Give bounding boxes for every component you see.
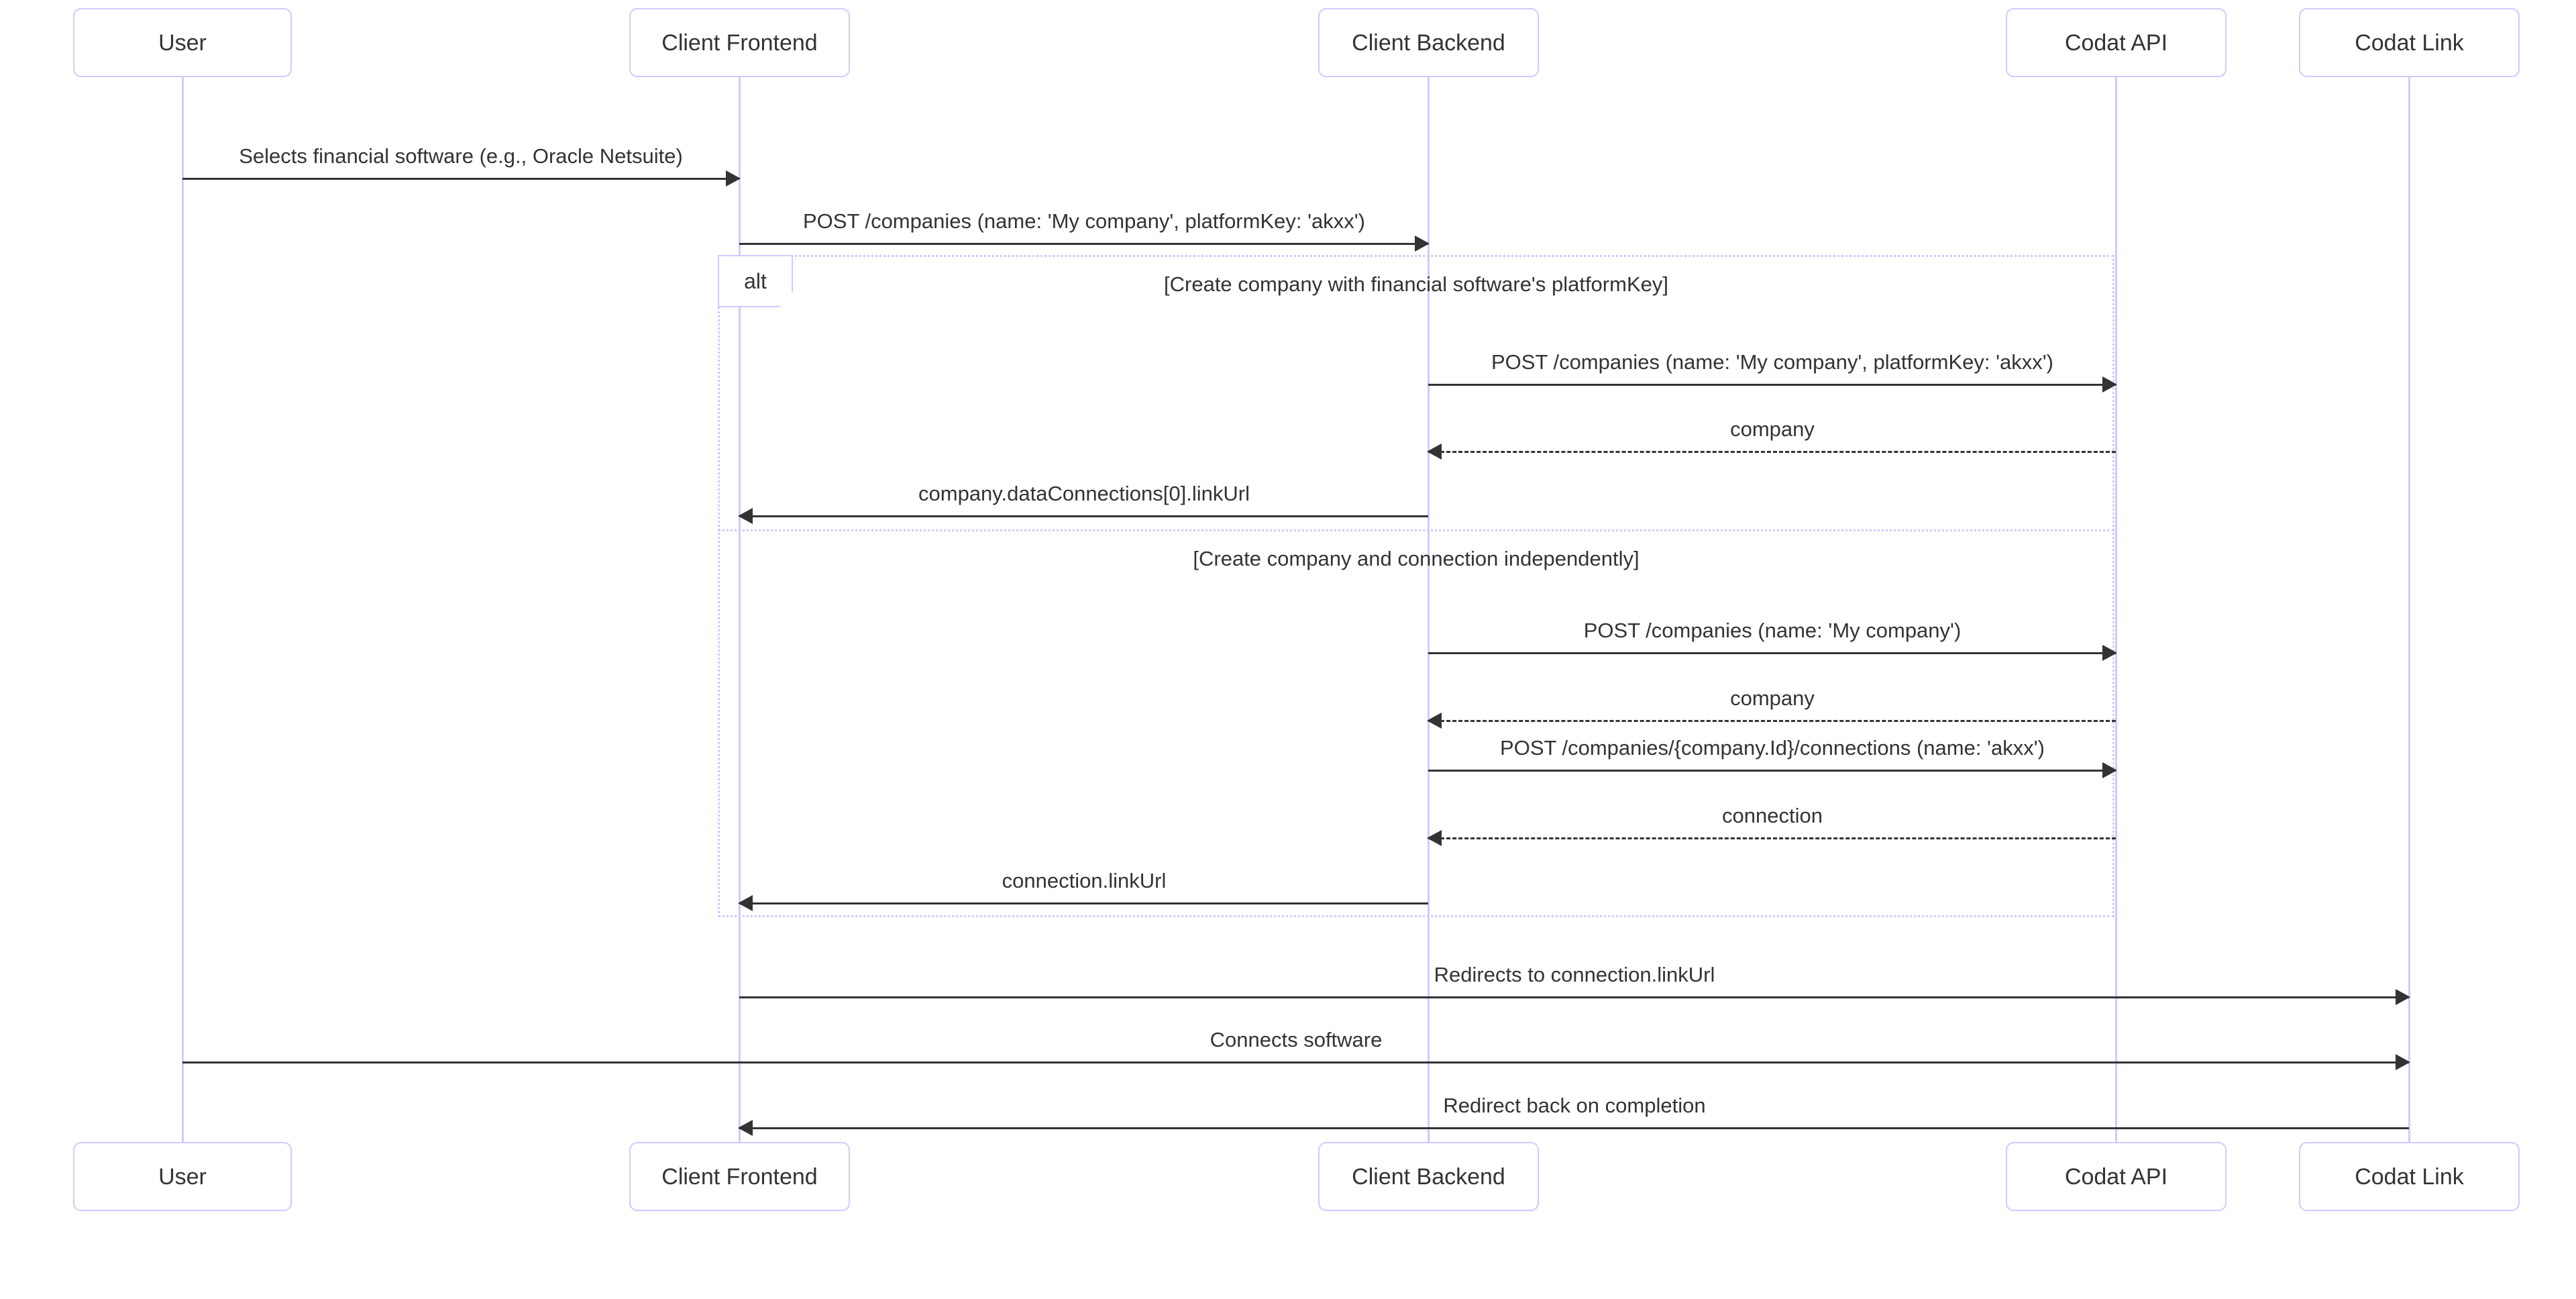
message-line — [739, 515, 1428, 517]
lifeline-frontend — [739, 77, 741, 1142]
arrow-head-icon — [738, 895, 753, 911]
message-line — [182, 1061, 2409, 1063]
message-label: connection — [1722, 804, 1823, 827]
message-label: POST /companies (name: 'My company', pla… — [1491, 350, 2053, 374]
message-label: POST /companies/{company.Id}/connections… — [1500, 736, 2045, 760]
participant-label: Client Frontend — [661, 30, 818, 56]
message-line — [1428, 451, 2116, 453]
arrow-head-icon — [726, 170, 741, 187]
message-label: connection.linkUrl — [1002, 869, 1167, 892]
message-line — [739, 996, 2409, 998]
arrow-head-icon — [738, 508, 753, 524]
message-line — [739, 1127, 2409, 1129]
message-label: Redirects to connection.linkUrl — [1434, 963, 1715, 986]
arrow-head-icon — [2102, 762, 2117, 778]
message-line — [182, 178, 739, 180]
participant-frontend-top[interactable]: Client Frontend — [629, 8, 850, 77]
message-line — [1428, 837, 2116, 839]
lifeline-codatlink — [2408, 77, 2410, 1142]
message-label: Connects software — [1210, 1028, 1383, 1051]
message-label: POST /companies (name: 'My company') — [1583, 619, 1962, 642]
message-line — [1428, 384, 2116, 386]
message-label: POST /companies (name: 'My company', pla… — [803, 209, 1365, 233]
alt-condition-1: [Create company with financial software'… — [1164, 272, 1668, 296]
participant-user-bottom[interactable]: User — [73, 1142, 292, 1211]
arrow-head-icon — [2396, 989, 2410, 1005]
participant-label: User — [158, 30, 207, 56]
alt-condition-2: [Create company and connection independe… — [1193, 547, 1640, 570]
participant-backend-bottom[interactable]: Client Backend — [1318, 1142, 1539, 1211]
participant-label: Codat Link — [2355, 30, 2464, 56]
message-label: company — [1730, 686, 1815, 710]
lifeline-codatapi — [2115, 77, 2117, 1142]
participant-frontend-bottom[interactable]: Client Frontend — [629, 1142, 850, 1211]
participant-codatlink-top[interactable]: Codat Link — [2299, 8, 2520, 77]
participant-label: Client Backend — [1352, 1163, 1505, 1190]
message-label: company — [1730, 417, 1815, 441]
participant-label: Client Backend — [1352, 30, 1505, 56]
participant-codatapi-bottom[interactable]: Codat API — [2006, 1142, 2226, 1211]
participant-label: User — [158, 1163, 207, 1190]
message-label: Selects financial software (e.g., Oracle… — [239, 144, 683, 168]
arrow-head-icon — [2102, 645, 2117, 661]
lifeline-backend — [1428, 77, 1430, 1142]
arrow-head-icon — [2396, 1054, 2410, 1070]
participant-label: Codat Link — [2355, 1163, 2464, 1190]
alt-fragment-frame — [718, 255, 2114, 917]
arrow-head-icon — [2102, 376, 2117, 393]
message-line — [1428, 652, 2116, 654]
message-line — [739, 243, 1428, 245]
message-line — [1428, 770, 2116, 772]
arrow-head-icon — [1427, 830, 1442, 846]
message-line — [739, 902, 1428, 904]
participant-user-top[interactable]: User — [73, 8, 292, 77]
participant-label: Client Frontend — [661, 1163, 818, 1190]
arrow-head-icon — [1427, 713, 1442, 729]
alt-fragment-label: alt — [718, 255, 793, 307]
alt-fragment-divider — [718, 529, 2114, 531]
lifeline-user — [182, 77, 184, 1142]
message-label: Redirect back on completion — [1443, 1094, 1706, 1117]
participant-label: Codat API — [2064, 30, 2168, 56]
arrow-head-icon — [738, 1120, 753, 1136]
message-line — [1428, 720, 2116, 722]
participant-label: Codat API — [2064, 1163, 2168, 1190]
participant-codatapi-top[interactable]: Codat API — [2006, 8, 2226, 77]
participant-backend-top[interactable]: Client Backend — [1318, 8, 1539, 77]
arrow-head-icon — [1427, 444, 1442, 460]
message-label: company.dataConnections[0].linkUrl — [918, 482, 1250, 505]
participant-codatlink-bottom[interactable]: Codat Link — [2299, 1142, 2520, 1211]
arrow-head-icon — [1415, 236, 1430, 252]
